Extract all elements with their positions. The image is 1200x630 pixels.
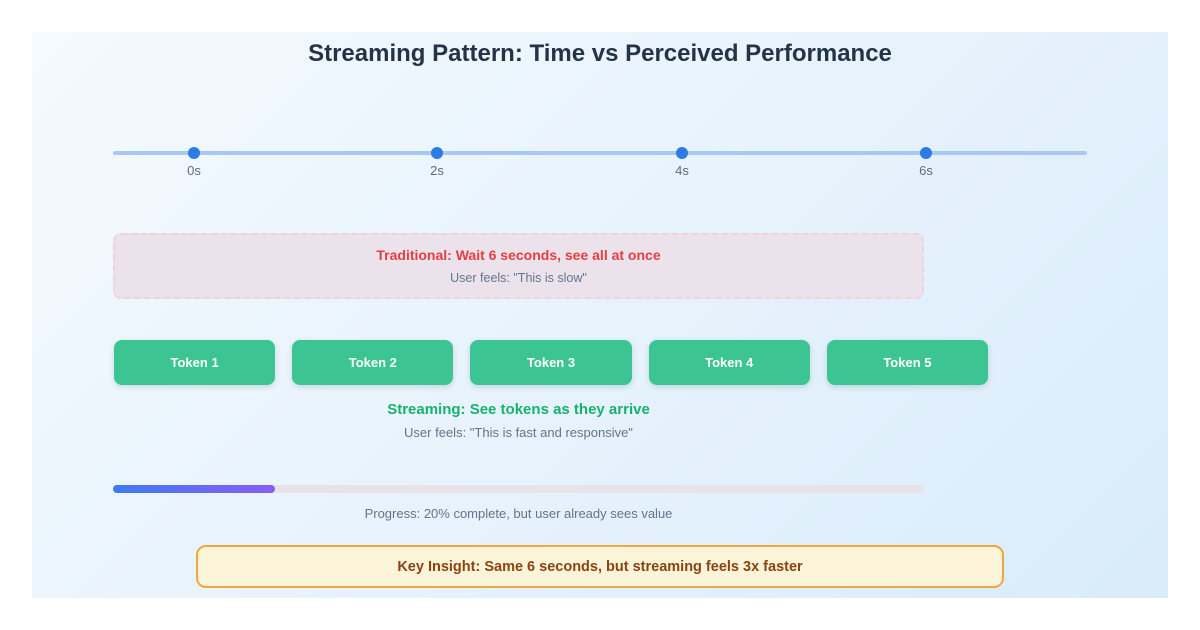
timeline-tick-label: 6s [919, 163, 933, 178]
traditional-pattern-box: Traditional: Wait 6 seconds, see all at … [113, 233, 924, 299]
traditional-heading: Traditional: Wait 6 seconds, see all at … [376, 247, 661, 263]
page-title: Streaming Pattern: Time vs Perceived Per… [308, 40, 892, 67]
token-chip: Token 3 [470, 340, 632, 385]
timeline-dot-0s [188, 147, 200, 159]
token-chip: Token 4 [648, 340, 810, 385]
progress-caption: Progress: 20% complete, but user already… [364, 506, 673, 521]
token-chip: Token 5 [826, 340, 989, 385]
streaming-heading: Streaming: See tokens as they arrive [387, 401, 650, 418]
traditional-user-feels-text: User feels: "This is slow" [450, 271, 587, 285]
streaming-caption: Streaming: See tokens as they arrive Use… [113, 401, 924, 440]
key-insight-text: Key Insight: Same 6 seconds, but streami… [397, 558, 803, 575]
timeline-tick-label: 0s [187, 163, 201, 178]
timeline-dot-4s [676, 147, 688, 159]
token-chip: Token 1 [114, 340, 276, 385]
key-insight-box: Key Insight: Same 6 seconds, but streami… [196, 545, 1004, 588]
progress-bar-track [113, 485, 924, 493]
streaming-user-feels-text: User feels: "This is fast and responsive… [404, 425, 633, 440]
diagram-panel: Streaming Pattern: Time vs Perceived Per… [32, 32, 1168, 598]
token-chip: Token 2 [292, 340, 454, 385]
timeline-axis: 0s 2s 4s 6s [113, 147, 1087, 178]
progress-fill [113, 485, 276, 493]
timeline-tick-label: 2s [430, 163, 444, 178]
token-row: Token 1 Token 2 Token 3 Token 4 Token 5 [114, 340, 989, 385]
timeline-dot-2s [431, 147, 443, 159]
timeline-dot-6s [920, 147, 932, 159]
timeline-tick-label: 4s [675, 163, 689, 178]
